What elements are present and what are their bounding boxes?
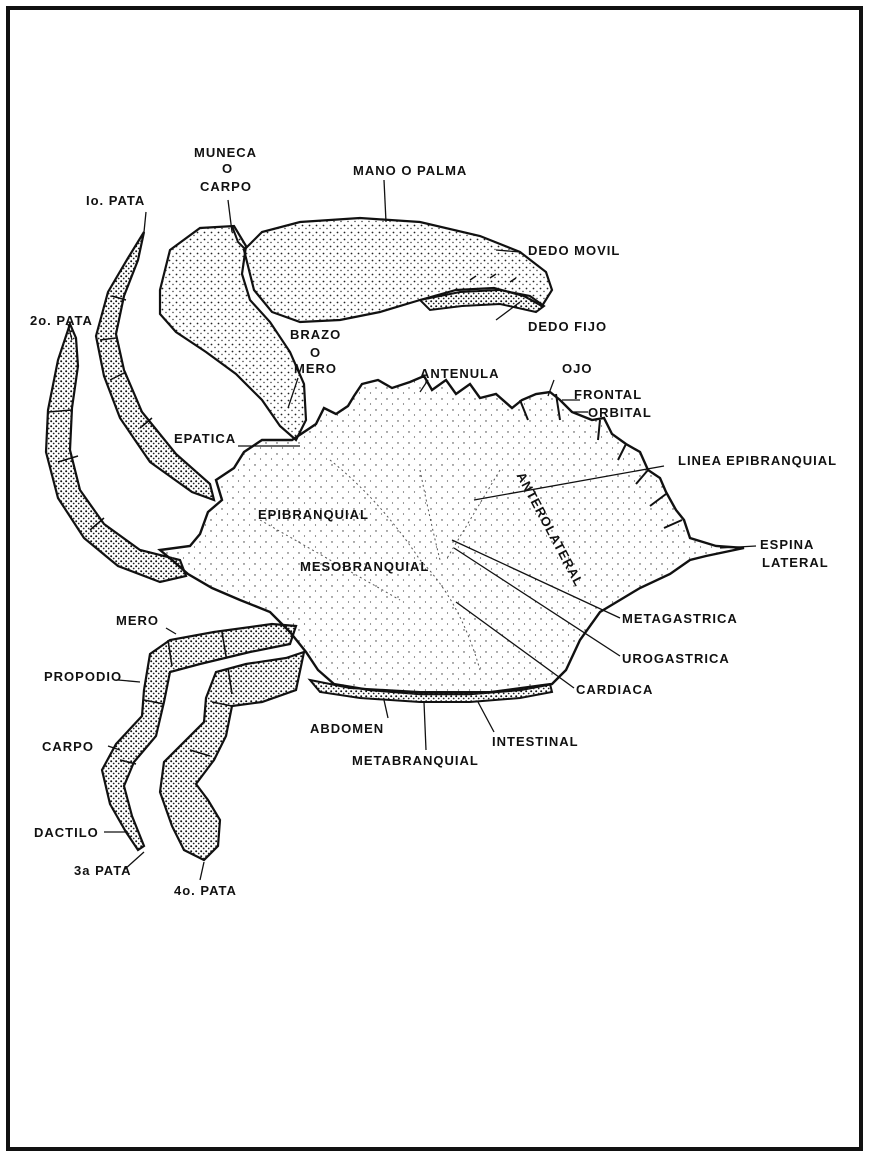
label-espina: ESPINA bbox=[760, 538, 814, 551]
label-lateral: LATERAL bbox=[762, 556, 829, 569]
label-brazo-mero: MERO bbox=[294, 362, 337, 375]
label-metagastrica: METAGASTRICA bbox=[622, 612, 738, 625]
label-brazo: BRAZO bbox=[290, 328, 341, 341]
label-linea-epibranquial: LINEA EPIBRANQUIAL bbox=[678, 454, 837, 467]
label-propodio: PROPODIO bbox=[44, 670, 122, 683]
label-mano-o-palma: MANO O PALMA bbox=[353, 164, 467, 177]
label-orbital: ORBITAL bbox=[588, 406, 652, 419]
label-urogastrica: UROGASTRICA bbox=[622, 652, 730, 665]
label-pata-4: 4o. PATA bbox=[174, 884, 237, 897]
label-cardiaca: CARDIACA bbox=[576, 683, 653, 696]
label-epibranquial: EPIBRANQUIAL bbox=[258, 508, 369, 521]
label-muneca-o: O bbox=[222, 162, 233, 175]
label-frontal: FRONTAL bbox=[574, 388, 642, 401]
label-dedo-fijo: DEDO FIJO bbox=[528, 320, 607, 333]
label-intestinal: INTESTINAL bbox=[492, 735, 579, 748]
label-brazo-o: O bbox=[310, 346, 321, 359]
label-carpo: CARPO bbox=[42, 740, 94, 753]
label-pata-2: 2o. PATA bbox=[30, 314, 93, 327]
label-metabranquial: METABRANQUIAL bbox=[352, 754, 479, 767]
leg-4 bbox=[160, 652, 304, 860]
label-epatica: EPATICA bbox=[174, 432, 236, 445]
label-muneca: MUNECA bbox=[194, 146, 257, 159]
label-mero: MERO bbox=[116, 614, 159, 627]
label-pata-1: Io. PATA bbox=[86, 194, 145, 207]
label-dactilo: DACTILO bbox=[34, 826, 99, 839]
label-dedo-movil: DEDO MOVIL bbox=[528, 244, 620, 257]
claw-hand bbox=[244, 218, 552, 322]
label-ojo: OJO bbox=[562, 362, 592, 375]
label-abdomen: ABDOMEN bbox=[310, 722, 384, 735]
label-muneca-carpo: CARPO bbox=[200, 180, 252, 193]
label-mesobranquial: MESOBRANQUIAL bbox=[300, 560, 429, 573]
label-antenula: ANTENULA bbox=[420, 367, 500, 380]
label-pata-3: 3a PATA bbox=[74, 864, 132, 877]
